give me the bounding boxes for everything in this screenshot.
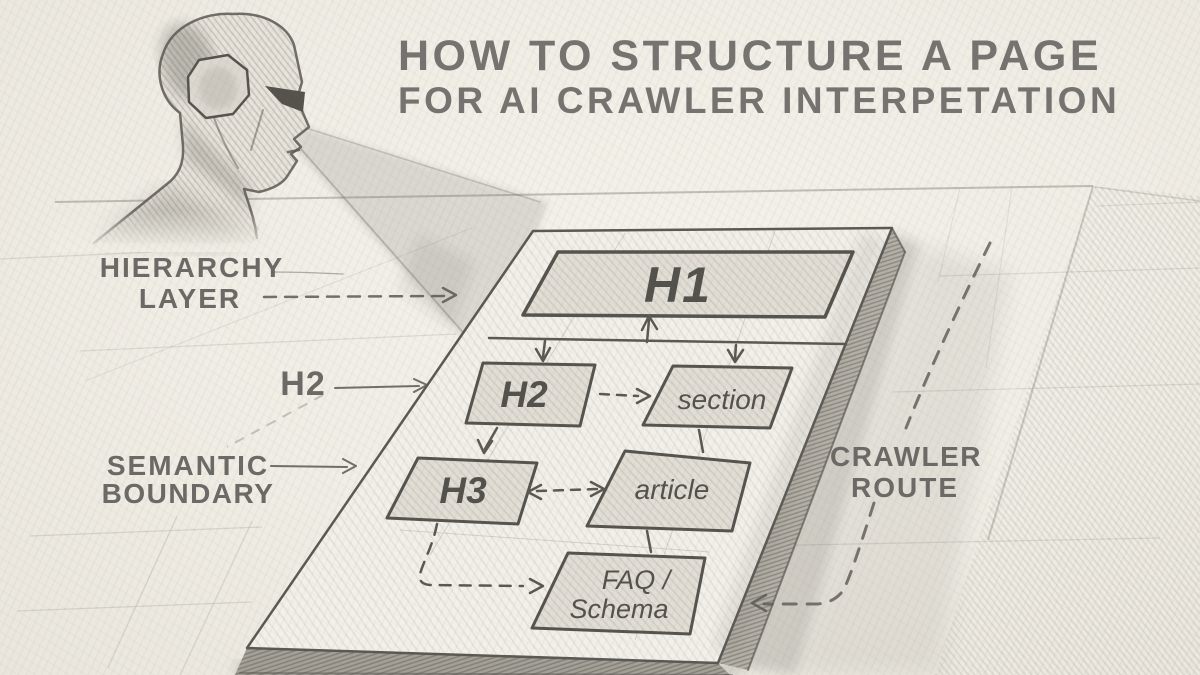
faq-label-line1: FAQ / xyxy=(602,565,673,595)
boundary-label: BOUNDARY xyxy=(102,478,275,509)
neck-shading xyxy=(181,118,254,212)
h2-node xyxy=(464,361,597,428)
crawler-route-arrowhead xyxy=(750,593,768,613)
callout-hierarchy-layer: HIERARCHY LAYER xyxy=(100,252,458,314)
dashed-grid-line xyxy=(226,394,324,448)
arrow-up-to-h1 xyxy=(645,318,651,344)
page-inner-shading xyxy=(711,231,887,657)
faq-schema-node xyxy=(530,551,707,636)
h3-label: H3 xyxy=(439,470,487,511)
arrow-down-to-section xyxy=(733,343,738,361)
page-corner-edge xyxy=(891,227,906,253)
torso-fade xyxy=(50,210,265,252)
dashed-arrow-h3-to-faq xyxy=(418,522,525,588)
route-label: ROUTE xyxy=(851,472,959,503)
semantic-boundary-arrow xyxy=(270,465,348,468)
title-line-1: HOW TO STRUCTURE A PAGE xyxy=(398,32,1102,80)
ear-shading xyxy=(199,67,237,109)
visor xyxy=(265,86,305,112)
dashed-arrow-h2-to-section xyxy=(598,392,640,398)
hierarchy-dashed-arrow xyxy=(262,294,446,299)
line-section-to-article xyxy=(697,428,705,454)
layer-label: LAYER xyxy=(139,283,241,314)
mouth-line xyxy=(286,148,301,154)
head-outline xyxy=(92,12,311,245)
page-right-face-edge xyxy=(747,251,906,671)
page-surface-hatch xyxy=(247,228,892,663)
page-panel xyxy=(235,226,906,675)
vision-cone xyxy=(296,126,548,341)
section-label: section xyxy=(678,384,767,415)
title-line-2: FOR AI CRAWLER INTERPETATION xyxy=(398,80,1120,121)
h1-label: H1 xyxy=(644,257,712,313)
article-label: article xyxy=(635,474,710,505)
line-article-to-faq xyxy=(645,529,653,554)
page-bottom-face-hatch xyxy=(235,648,730,675)
divider-line xyxy=(487,336,848,346)
callout-h2: H2 xyxy=(280,365,428,403)
crawler-route-lower xyxy=(762,501,876,606)
right-hatch-region xyxy=(935,186,1200,675)
dashed-arrow-h3-article xyxy=(535,487,600,493)
head-body-hatch xyxy=(94,13,309,244)
h1-node xyxy=(521,250,855,319)
semantic-label: SEMANTIC xyxy=(107,450,269,481)
hierarchy-label: HIERARCHY xyxy=(100,252,284,283)
crawler-route: CRAWLER ROUTE xyxy=(750,241,992,613)
crawler-route-upper xyxy=(904,241,992,430)
flow-diagram: H1 H2 section H3 article FAQ / Schema xyxy=(385,250,855,636)
h2-callout-label: H2 xyxy=(280,365,325,403)
flow-connectors xyxy=(418,314,848,595)
title-block: HOW TO STRUCTURE A PAGE FOR AI CRAWLER I… xyxy=(398,32,1120,121)
h3-node xyxy=(385,456,539,526)
crawler-label: CRAWLER xyxy=(830,441,982,472)
h2-label: H2 xyxy=(500,374,548,415)
jaw-line xyxy=(213,117,239,169)
faq-label-line2: Schema xyxy=(569,594,668,624)
arrow-h2-to-h3 xyxy=(483,426,499,451)
cheek-line xyxy=(250,109,264,151)
article-node xyxy=(585,449,752,533)
arrow-down-to-h2 xyxy=(541,339,547,359)
hierarchy-leader-line xyxy=(271,271,344,275)
callout-semantic-boundary: SEMANTIC BOUNDARY xyxy=(102,450,357,509)
section-node xyxy=(641,364,794,430)
h2-callout-arrow xyxy=(334,385,420,389)
robot-head-profile xyxy=(50,12,311,252)
